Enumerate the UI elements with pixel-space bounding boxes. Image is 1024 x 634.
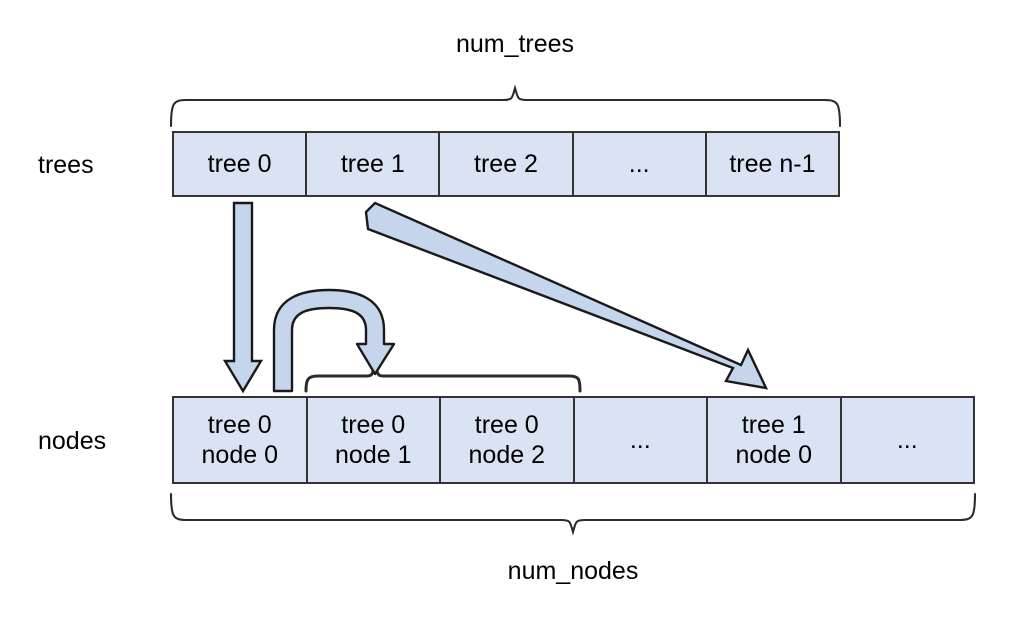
- num-trees-label: num_trees: [455, 30, 575, 58]
- nodes-cell: tree 1 node 0: [706, 396, 842, 484]
- nodes-cell: ...: [839, 396, 975, 484]
- nodes-cell: ...: [572, 396, 708, 484]
- num-nodes-label: num_nodes: [507, 557, 639, 585]
- tree-1-to-node-0-diagonal-arrow: [364, 201, 769, 390]
- nodes-cell: tree 0 node 0: [172, 396, 308, 484]
- nodes-row-label: nodes: [38, 427, 107, 455]
- trees-cell: tree 2: [438, 131, 574, 197]
- tree-0-node-group-brace: [304, 360, 582, 393]
- trees-row-label: trees: [38, 151, 94, 179]
- trees-array: tree 0 tree 1 tree 2 ... tree n-1: [172, 131, 841, 197]
- node-0-to-node-1-curved-arrow: [272, 288, 396, 393]
- nodes-cell: tree 0 node 2: [439, 396, 575, 484]
- num-trees-brace: [169, 84, 842, 128]
- tree-0-to-node-0-arrow: [222, 201, 264, 394]
- trees-cell: tree n-1: [704, 131, 841, 197]
- trees-cell: tree 1: [305, 131, 441, 197]
- nodes-cell: tree 0 node 1: [305, 396, 441, 484]
- trees-cell: ...: [571, 131, 707, 197]
- nodes-array: tree 0 node 0 tree 0 node 1 tree 0 node …: [172, 396, 975, 484]
- trees-cell: tree 0: [172, 131, 308, 197]
- num-nodes-brace: [169, 492, 977, 536]
